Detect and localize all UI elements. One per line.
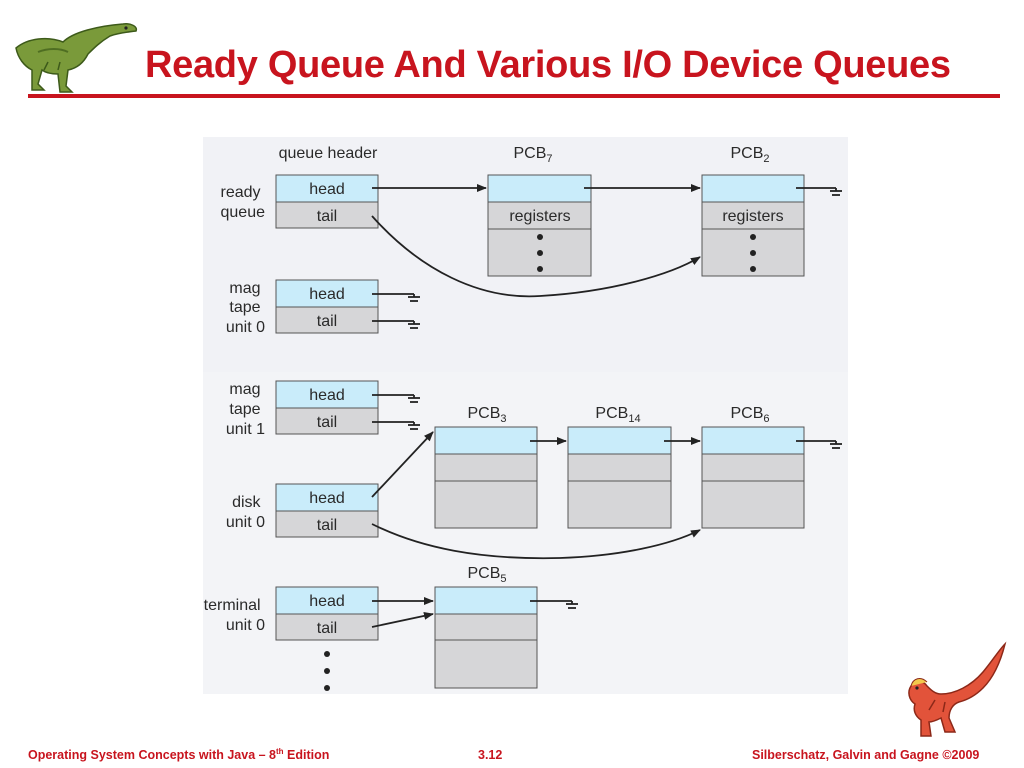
pcb14-label: PCB14 [595,405,640,425]
pcb14-head [567,426,672,455]
pcb5-null-ground-icon [530,600,578,609]
pcb2-dot-1 [750,234,756,240]
mag1-tail-ground-icon [372,421,420,430]
mag0-tail-cell [275,306,379,334]
ready-tail-text: tail [317,208,337,225]
queue-header-label: queue header [279,145,378,162]
terminal-tail-text: tail [317,620,337,637]
pcb6-body [701,480,805,529]
mag1-head-ground-icon [372,394,420,403]
pcb2-dot-2 [750,250,756,256]
pcb7-label: PCB7 [513,145,552,165]
pcb5-label: PCB5 [467,565,506,585]
ready-tail-arrow [371,215,701,298]
disk-tail-cell [275,510,379,538]
pcb3-body [434,480,538,529]
page-title: Ready Queue And Various I/O Device Queue… [145,44,951,86]
footer-page-number: 3.12 [478,748,503,762]
more-queues-dot-3 [324,685,330,691]
disk-head-arrow [371,431,434,498]
dinosaur-logo-icon [15,23,138,93]
more-queues-dot-2 [324,668,330,674]
disk-head-text: head [309,490,345,507]
pcb6-label: PCB6 [730,405,769,425]
pcb7-registers-text: registers [509,208,570,225]
pcb7-dot-1 [537,234,543,240]
mag1-head-text: head [309,387,345,404]
mag-tape-unit1-label: mag tape unit 1 [226,381,265,438]
mag-tape-unit0-label: mag tape unit 0 [226,280,265,336]
pcb6-null-ground-icon [796,440,842,449]
pcb6-head [701,426,805,455]
pcb7-dot-2 [537,250,543,256]
mag1-tail-cell [275,407,379,435]
disk-tail-arrow [371,523,701,560]
pcb14-body [567,480,672,529]
ready-head-cell [275,174,379,203]
terminal-unit0-label: terminal unit 0 [204,597,265,634]
pcb14-mid [567,453,672,482]
pcb7-dot-3 [537,266,543,272]
mag0-tail-ground-icon [372,320,420,329]
mag0-head-ground-icon [372,293,420,302]
pcb2-head [701,174,805,203]
pcb2-registers-text: registers [722,208,783,225]
footer-authors: Silberschatz, Galvin and Gagne ©2009 [752,748,980,762]
disk-unit0-label: disk unit 0 [226,494,265,531]
pcb5-head [434,586,538,615]
pcb2-dot-3 [750,266,756,272]
pcb6-mid [701,453,805,482]
title-divider [28,94,1000,98]
ready-head-text: head [309,181,345,198]
pcb5-body [434,639,538,689]
terminal-tail-arrow [371,611,434,628]
terminal-head-text: head [309,593,345,610]
mag0-tail-text: tail [317,313,337,330]
pcb3-label: PCB3 [467,405,506,425]
pcb7-registers [487,201,592,230]
pcb3-head [434,426,538,455]
disk-head-cell [275,483,379,512]
pcb2-label: PCB2 [730,145,769,165]
ready-queue-label: ready queue [221,184,266,221]
mag1-tail-text: tail [317,414,337,431]
pcb7-head [487,174,592,203]
terminal-tail-cell [275,613,379,641]
pcb2-null-ground-icon [796,187,842,196]
dinosaur-mascot-icon [908,641,1007,737]
ready-tail-cell [275,201,379,229]
terminal-head-cell [275,586,379,615]
footer-book-title: Operating System Concepts with Java – 8t… [28,746,330,762]
more-queues-dot-1 [324,651,330,657]
pcb3-mid [434,453,538,482]
disk-tail-text: tail [317,517,337,534]
mag0-head-text: head [309,286,345,303]
pcb5-mid [434,613,538,641]
